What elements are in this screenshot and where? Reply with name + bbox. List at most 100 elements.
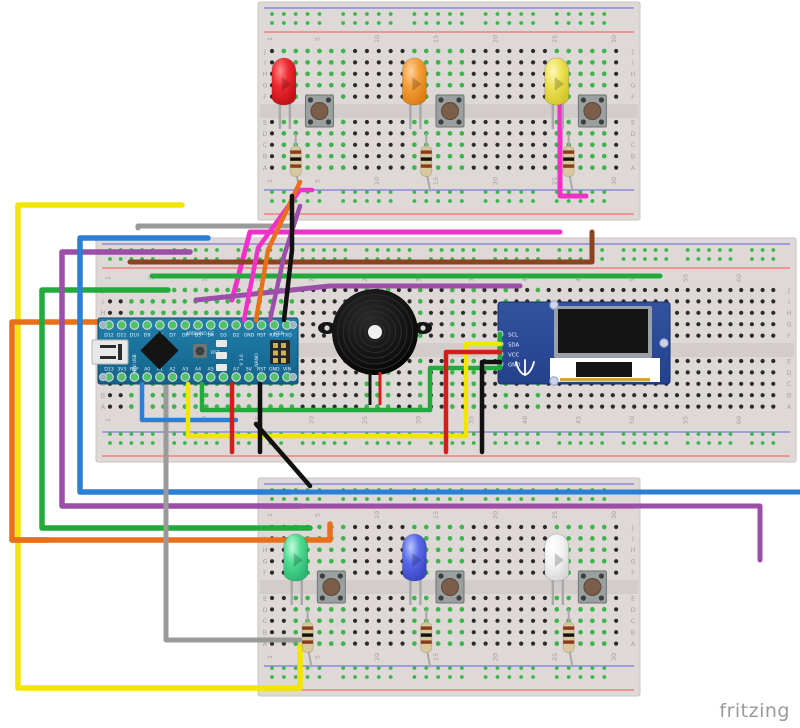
wire-purple-bottom[interactable] (297, 503, 763, 563)
wire-gray-top[interactable] (135, 223, 293, 231)
wire-a5-green[interactable] (199, 381, 433, 413)
led-orange[interactable] (402, 57, 427, 129)
rail-hole (507, 666, 512, 670)
nano-pin-pad[interactable] (218, 320, 229, 330)
nano-pin-pad[interactable] (155, 320, 165, 330)
breadboard-hole (407, 358, 412, 364)
led-blue[interactable] (402, 533, 427, 605)
wire-purple-bus[interactable] (193, 283, 523, 303)
led-green[interactable] (283, 533, 309, 605)
connected-hole (340, 641, 346, 646)
breadboard-hole (400, 595, 405, 601)
connected-hole (503, 392, 509, 398)
breadboard-hole (696, 322, 701, 327)
pushbutton-1[interactable] (304, 94, 334, 128)
wire-gray-long[interactable] (163, 382, 303, 643)
nano-pin-pad[interactable] (116, 372, 127, 382)
nano-pin-pad[interactable] (256, 320, 267, 330)
breadboard-hole (400, 165, 405, 170)
rail-hole (653, 248, 658, 252)
pushbutton-5[interactable] (435, 570, 465, 604)
rail-hole (760, 257, 765, 261)
wire-d4-orange[interactable] (253, 179, 303, 323)
breadboard-hole (460, 310, 466, 315)
breadboard-hole (760, 299, 765, 304)
resistor-5[interactable] (420, 609, 433, 668)
wire-blue-loop[interactable] (77, 235, 293, 495)
nano-pin-pad[interactable] (205, 320, 216, 330)
breadboard-hole (352, 154, 358, 159)
nano-pin-pad[interactable] (142, 372, 152, 382)
nano-pin-pad[interactable] (129, 372, 140, 382)
led-red[interactable] (271, 57, 297, 129)
wire-yellow-loop[interactable] (15, 202, 303, 691)
rail-hole (519, 21, 524, 25)
led-yellow[interactable] (544, 57, 570, 129)
wire-black-diagonal[interactable] (253, 421, 313, 489)
resistor-3[interactable] (562, 133, 575, 192)
wire-oled-sda[interactable] (371, 341, 503, 439)
connected-hole (578, 524, 583, 530)
wire-oled-vcc[interactable] (443, 349, 503, 455)
nano-pin-pad[interactable] (167, 320, 178, 330)
nano-pin-pad[interactable] (244, 320, 254, 330)
resistor-2[interactable] (420, 133, 433, 192)
pushbutton-6[interactable] (577, 570, 607, 604)
nano-pin-pad[interactable] (269, 372, 280, 382)
nano-pin-pad[interactable] (231, 320, 241, 330)
wire-d5-magenta[interactable] (241, 187, 315, 323)
nano-pin-pad[interactable] (218, 372, 229, 382)
rail-hole (566, 199, 571, 203)
nano-pin-pad[interactable] (167, 372, 178, 382)
rail-hole (531, 675, 535, 679)
connected-hole (578, 536, 583, 541)
resistor-color-band (290, 157, 302, 161)
wire-green-loop[interactable] (39, 287, 313, 531)
wire-d2-black[interactable] (281, 193, 295, 323)
wire-oled-gnd[interactable] (479, 359, 503, 455)
pushbutton-3[interactable] (577, 94, 607, 128)
connected-hole (447, 48, 453, 54)
resistor-6[interactable] (562, 609, 575, 668)
nano-pin-pad[interactable] (180, 320, 191, 330)
breadboard-hole (300, 310, 305, 315)
led-white[interactable] (544, 533, 570, 605)
wire-magenta-top[interactable] (557, 67, 589, 199)
rail-hole (685, 257, 690, 261)
resistor-4[interactable] (301, 609, 314, 668)
breadboard-hole (519, 630, 524, 635)
nano-pin-pad[interactable] (193, 372, 203, 382)
nano-pin-pad[interactable] (180, 372, 191, 382)
breadboard-hole (614, 559, 619, 564)
nano-pin-pad[interactable] (269, 320, 280, 330)
rail-hole (459, 666, 464, 670)
nano-pin-pad[interactable] (193, 320, 203, 330)
nano-pin-pad[interactable] (116, 320, 127, 330)
nano-pin-pad[interactable] (256, 372, 267, 382)
breadboard-hole (396, 370, 401, 375)
breadboard-hole (400, 154, 405, 159)
piezo-buzzer[interactable] (318, 289, 432, 405)
wire-a4-yellow[interactable] (185, 381, 377, 439)
wire-a0-blue[interactable] (139, 381, 239, 423)
breadboard-hole (771, 358, 776, 364)
pushbutton-2[interactable] (435, 94, 465, 128)
nano-pin-pad[interactable] (142, 320, 152, 330)
nano-pin-pad[interactable] (244, 372, 254, 382)
breadboard-hole (495, 618, 500, 623)
arduino-nano[interactable]: D12D11D10D9D8D7D6D5D4D3D2GNDRSTRXDTXDD13… (91, 317, 299, 385)
row-letter: F (631, 569, 635, 577)
wire-d3-purple[interactable] (267, 203, 303, 323)
nano-pin-pad[interactable] (205, 372, 216, 382)
breadboard-hole (439, 333, 444, 338)
nano-pin-pad[interactable] (129, 320, 140, 330)
breadboard-hole (471, 71, 476, 76)
nano-pin-pad[interactable] (155, 372, 165, 382)
wire-orange-loop-b[interactable] (9, 521, 333, 543)
rail-hole (685, 248, 690, 252)
pushbutton-4[interactable] (316, 570, 346, 604)
nano-pin-pad[interactable] (231, 372, 241, 382)
rail-hole (279, 441, 284, 445)
wire-purple-loop[interactable] (59, 249, 303, 509)
